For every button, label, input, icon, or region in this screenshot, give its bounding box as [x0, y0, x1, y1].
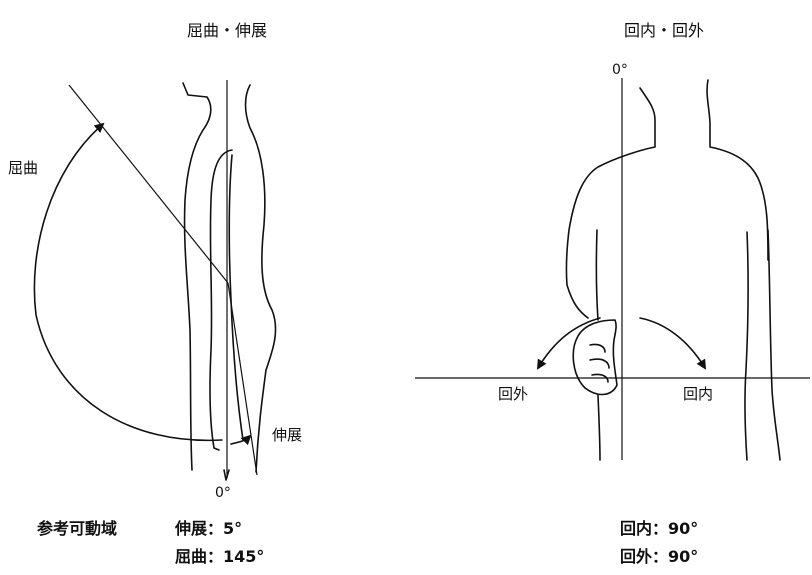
extension-value: 伸展：5°	[174, 519, 242, 538]
extension-arc-arrow	[231, 436, 250, 444]
pronation-label: 回内	[683, 385, 713, 403]
flexion-arc-arrow	[34, 124, 222, 440]
forearm-axis-line	[228, 283, 257, 475]
supination-label: 回外	[498, 385, 528, 403]
flexion-extension-panel: 屈曲・伸展 屈曲 伸展 0° 参考可動域 伸展：5° 屈曲：145°	[8, 21, 302, 566]
pronation-arrow	[640, 318, 705, 368]
front-torso-silhouette	[566, 80, 780, 460]
pronation-value: 回内：90°	[620, 519, 698, 538]
flexion-reference-line	[69, 85, 228, 283]
left-panel-title: 屈曲・伸展	[187, 21, 267, 40]
flexion-value: 屈曲：145°	[175, 547, 264, 566]
right-panel-title: 回内・回外	[624, 21, 704, 40]
supination-value: 回外：90°	[620, 547, 698, 566]
left-zero-label: 0°	[215, 485, 231, 501]
flexion-label: 屈曲	[8, 159, 38, 177]
right-zero-label: 0°	[612, 62, 628, 78]
range-heading: 参考可動域	[37, 519, 117, 538]
side-body-silhouette	[183, 83, 276, 480]
pronation-supination-panel: 回内・回外 0° 回外 回内	[415, 21, 810, 566]
extension-label: 伸展	[272, 426, 302, 444]
